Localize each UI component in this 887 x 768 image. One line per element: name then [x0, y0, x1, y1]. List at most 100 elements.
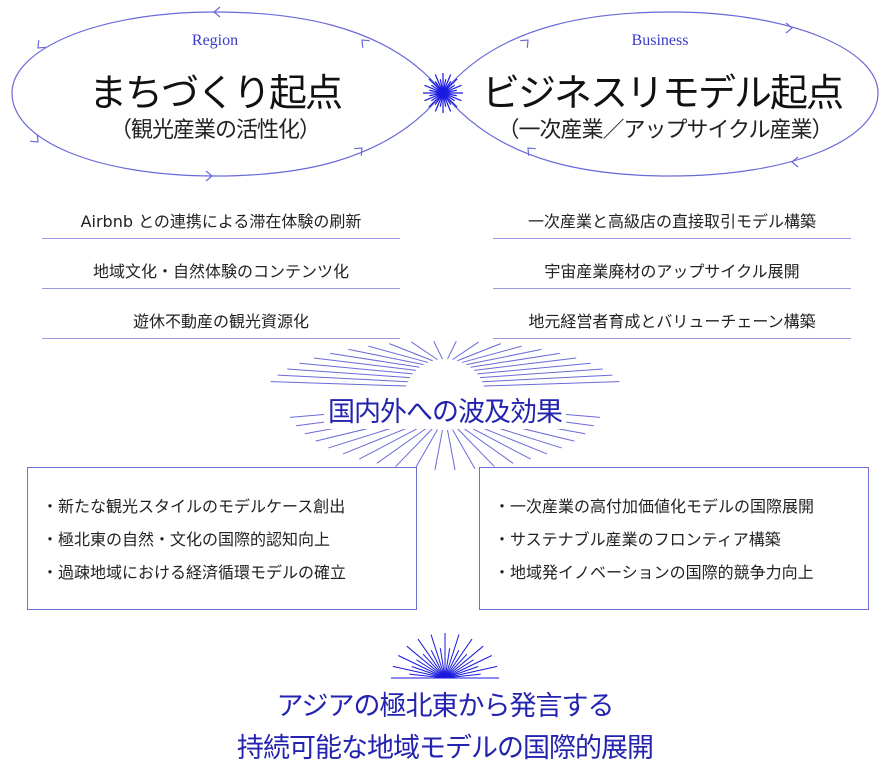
star-ray: [442, 78, 458, 94]
burst-ray: [434, 429, 443, 470]
effect-item: ・地域発イノベーションの国際的競争力向上: [494, 563, 814, 582]
star-ray: [442, 74, 452, 94]
flow-arrow-icon: [361, 39, 370, 48]
burst-ray: [474, 357, 577, 371]
region-label: Region: [191, 32, 239, 49]
burst-ray: [461, 345, 522, 363]
business-subtitle: （一次産業／アップサイクル産業）: [497, 118, 834, 143]
effect-item: ・新たな観光スタイルのモデルケース創出: [42, 497, 346, 516]
burst-ray: [452, 341, 480, 361]
burst-ray: [466, 424, 531, 460]
burst-ray: [330, 352, 420, 368]
star-ray: [422, 653, 446, 679]
burst-ray: [287, 368, 410, 379]
burst-ray: [433, 340, 443, 360]
burst-ray: [452, 429, 476, 470]
star-ray: [442, 92, 458, 108]
burst-ray: [480, 368, 603, 379]
business-item: 一次産業と高級店の直接取引モデル構築: [527, 212, 817, 231]
burst-ray: [457, 343, 501, 362]
burst-ray: [389, 343, 433, 362]
effect-item: ・極北東の自然・文化の国際的認知向上: [42, 530, 331, 549]
star-ray: [439, 648, 446, 679]
star-ray: [434, 74, 444, 94]
burst-ray: [270, 381, 407, 387]
burst-ray: [461, 426, 514, 464]
star-ray: [444, 645, 484, 679]
star-ray: [406, 645, 446, 679]
star-ray: [428, 78, 444, 94]
effect-item: ・サステナブル産業のフロンティア構築: [494, 530, 781, 549]
flow-arrow-icon: [785, 22, 793, 34]
region-subtitle: （観光産業の活性化）: [109, 118, 321, 143]
divider: [42, 288, 400, 289]
star-ray: [444, 634, 460, 679]
star-ray: [411, 666, 446, 679]
star-ray: [444, 638, 473, 679]
star-ray: [424, 92, 444, 102]
star-ray: [444, 655, 492, 679]
burst-ray: [483, 381, 620, 387]
star-ray: [444, 648, 451, 679]
star-ray: [444, 650, 460, 679]
burst-ray: [414, 429, 438, 470]
star-ray: [434, 92, 444, 112]
burst-ray: [482, 374, 613, 383]
burst-ray: [447, 429, 456, 470]
burst-ray: [470, 352, 560, 368]
burst-ray: [348, 348, 424, 366]
business-title: ビジネスリモデル起点: [481, 71, 844, 115]
burst-ray: [376, 426, 429, 464]
star-ray: [392, 665, 446, 679]
burst-ray: [299, 362, 413, 375]
conclusion-line-2: 持続可能な地域モデルの国際的展開: [237, 733, 654, 764]
star-ray: [444, 665, 498, 679]
burst-ray: [477, 362, 591, 375]
divider: [42, 238, 400, 239]
infinity-loop-left: [11, 11, 444, 177]
flow-arrow-icon: [37, 40, 46, 49]
effects-heading: 国内外への波及効果: [324, 390, 566, 429]
star-ray: [442, 92, 462, 102]
effects-box-left: ・新たな観光スタイルのモデルケース創出 ・極北東の自然・文化の国際的認知向上 ・…: [27, 467, 417, 610]
business-item: 地元経営者育成とバリューチェーン構築: [528, 312, 816, 331]
star-ray: [428, 92, 444, 108]
region-item: Airbnb との連携による滞在体験の刷新: [80, 212, 362, 231]
divider: [42, 338, 400, 339]
divider: [493, 238, 851, 239]
burst-ray: [447, 340, 457, 360]
divider: [493, 288, 851, 289]
flow-arrow-icon: [30, 134, 39, 143]
region-title: まちづくり起点: [88, 71, 343, 115]
flow-arrow-icon: [791, 156, 799, 168]
star-ray: [417, 638, 446, 679]
burst-ray: [466, 348, 542, 366]
divider: [493, 338, 851, 339]
flow-arrow-icon: [213, 6, 221, 18]
business-item: 宇宙産業廃材のアップサイクル展開: [544, 262, 800, 281]
star-ray: [416, 659, 446, 679]
star-ray: [444, 673, 481, 679]
star-ray: [442, 92, 452, 112]
flow-arrow-icon: [520, 39, 529, 48]
effects-box-right: ・一次産業の高付加価値化モデルの国際展開 ・サステナブル産業のフロンティア構築 …: [479, 467, 869, 610]
star-ray: [398, 655, 446, 679]
star-ray: [444, 653, 468, 679]
star-ray: [444, 666, 479, 679]
star-ray: [409, 673, 446, 679]
region-item: 地域文化・自然体験のコンテンツ化: [92, 262, 350, 281]
star-ray: [442, 84, 462, 94]
effect-item: ・一次産業の高付加価値化モデルの国際展開: [494, 497, 815, 516]
burst-ray: [457, 428, 495, 467]
business-label: Business: [631, 32, 689, 49]
burst-ray: [368, 345, 429, 363]
conclusion-line-1: アジアの極北東から発言する: [276, 691, 615, 722]
burst-ray: [410, 341, 438, 361]
burst-ray: [395, 428, 433, 467]
burst-ray: [277, 374, 408, 383]
star-ray: [430, 634, 446, 679]
star-ray: [430, 650, 446, 679]
burst-ray: [359, 424, 424, 460]
flow-arrow-icon: [527, 147, 536, 156]
